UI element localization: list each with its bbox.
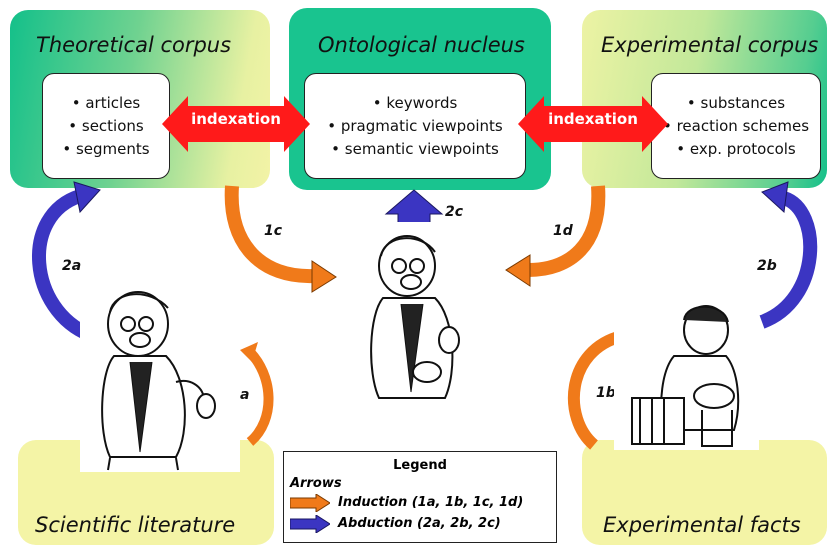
scientific-literature-title: Scientific literature [35,513,236,537]
abduction-arrow-2b [759,191,818,329]
label-1b: 1b [596,385,616,401]
blue-arrow-icon [290,515,330,533]
indexation-arrow-right: indexation [518,96,668,152]
abduction-arrow-2a [32,189,93,342]
arrowhead-1d [505,254,531,287]
induction-arrow-1c [224,185,315,284]
label-1d: 1d [553,223,573,239]
label-2a: 2a [62,258,82,274]
arrowhead-a [240,342,258,362]
legend: Legend Arrows Induction (1a, 1b, 1c, 1d)… [283,451,557,543]
legend-title: Legend [393,458,447,473]
theoretical-corpus-box: • articles • sections • segments [42,73,170,179]
legend-subtitle: Arrows [290,476,342,491]
scientist-figure-center [345,222,485,412]
indexation-label: indexation [548,110,638,128]
scientist-figure-left [80,282,240,472]
double-arrow-icon [518,96,668,152]
list-item: • semantic viewpoints [331,139,499,158]
experimenter-figure [614,300,759,450]
experimental-corpus-box: • substances • reaction schemes • exp. p… [651,73,821,179]
induction-arrow-1d [527,185,606,277]
ontological-nucleus-title: Ontological nucleus [318,33,525,57]
list-item: • exp. protocols [676,139,796,158]
list-item: • articles [71,93,141,112]
experimental-facts-title: Experimental facts [603,513,801,537]
arrowhead-1c [311,260,337,293]
induction-arrow-a [244,346,274,446]
list-item: • substances [686,93,786,112]
arrowhead-2a [73,181,101,214]
experimental-facts-panel [582,440,827,545]
list-item: • reaction schemes [662,116,810,135]
list-item: • segments [62,139,150,158]
list-item: • keywords [372,93,458,112]
label-2c: 2c [445,204,464,220]
double-arrow-icon [162,96,310,152]
list-item: • sections [68,116,144,135]
list-item: • pragmatic viewpoints [327,116,503,135]
experimental-corpus-title: Experimental corpus [601,33,819,57]
orange-arrow-icon [290,494,330,512]
arrowhead-2b [761,181,789,214]
ontological-nucleus-box: • keywords • pragmatic viewpoints • sema… [304,73,526,179]
indexation-label: indexation [191,110,281,128]
induction-arrow-1b [567,330,624,450]
label-2b: 2b [757,258,777,274]
label-1c: 1c [264,223,283,239]
legend-abduction-label: Abduction (2a, 2b, 2c) [338,516,501,531]
theoretical-corpus-title: Theoretical corpus [36,33,232,57]
label-a: a [240,387,250,403]
legend-induction-label: Induction (1a, 1b, 1c, 1d) [338,495,524,510]
indexation-arrow-left: indexation [162,96,310,152]
